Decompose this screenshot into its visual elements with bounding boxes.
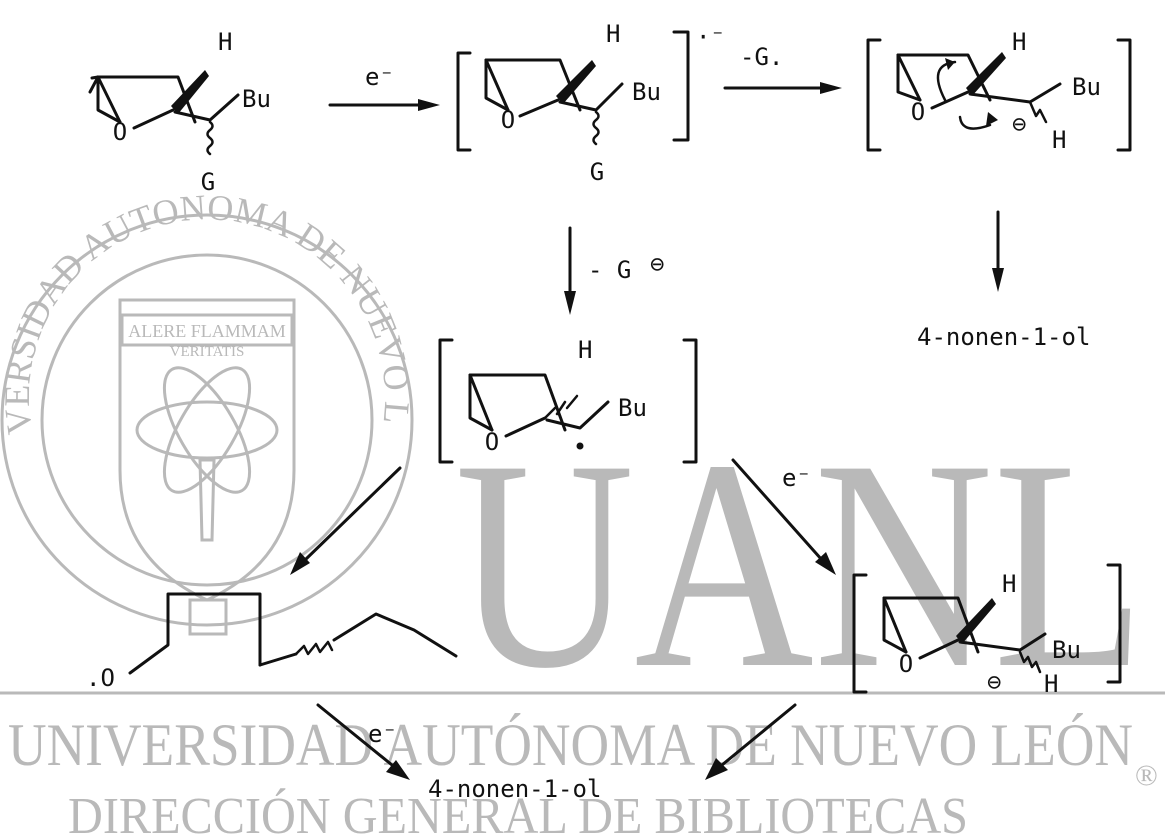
svg-text:H: H	[1052, 126, 1066, 154]
radical-dot	[576, 442, 584, 450]
oxygen-label: O	[113, 118, 127, 146]
minus-g-anion-label: - G	[588, 256, 631, 284]
svg-text:H: H	[578, 336, 592, 364]
product-bottom-label: 4-nonen-1-ol	[428, 775, 601, 803]
minus-g-radical-label: -G.	[740, 43, 783, 71]
svg-text:Bu: Bu	[632, 78, 661, 106]
group-label: G	[201, 168, 215, 196]
radical-anion: O H Bu G ·⁻	[456, 20, 725, 186]
wedge-bond	[171, 70, 209, 114]
registered-mark: ®	[1135, 759, 1158, 792]
svg-text:O: O	[911, 98, 925, 126]
arrow-loss-g-anion: - G ⊖	[564, 226, 664, 315]
radical-anion-charge: ·⁻	[696, 23, 725, 51]
carbanion-bottom: O H Bu H ⊖	[852, 563, 1122, 698]
svg-text:Bu: Bu	[1052, 636, 1081, 664]
svg-text:⊖: ⊖	[650, 250, 664, 278]
uanl-big-letters: UANL	[455, 398, 1145, 730]
carbanion-top: O H Bu H ⊖	[866, 28, 1132, 154]
library-name-line: DIRECCIÓN GENERAL DE BIBLIOTECAS	[68, 787, 968, 838]
svg-text:Bu: Bu	[618, 394, 647, 422]
svg-text:O: O	[485, 428, 499, 456]
arrow-ring-opening	[290, 466, 402, 575]
university-name-line: UNIVERSIDAD AUTÓNOMA DE NUEVO LEÓN	[8, 712, 1133, 778]
alkoxy-radical: .O	[86, 592, 458, 692]
svg-text:H: H	[1044, 670, 1058, 698]
svg-text:Bu: Bu	[1072, 73, 1101, 101]
university-seal: UNIVERSIDAD AUTONOMA DE NUEVO LEON ALERE…	[0, 0, 417, 636]
electron-label: e⁻	[365, 63, 394, 91]
butyl-label: Bu	[242, 85, 271, 113]
radical-intermediate: O H Bu	[438, 336, 698, 464]
arrow-loss-g-radical: -G.	[723, 43, 842, 94]
seal-ring-text: UNIVERSIDAD AUTONOMA DE NUEVO LEON	[0, 0, 417, 437]
seal-motto-1: ALERE FLAMMAM	[128, 321, 286, 341]
svg-text:e⁻: e⁻	[368, 720, 397, 748]
arrow-bottom-right	[705, 703, 797, 780]
anion-symbol: ⊖	[1012, 110, 1026, 138]
product-right-label: 4-nonen-1-ol	[917, 323, 1090, 351]
svg-text:H: H	[606, 20, 620, 48]
svg-text:H: H	[1002, 570, 1016, 598]
svg-text:e⁻: e⁻	[782, 464, 811, 492]
arrow-electron-transfer: e⁻	[328, 63, 440, 111]
svg-text:⊖: ⊖	[987, 668, 1001, 696]
hydrogen-label: H	[218, 28, 232, 56]
svg-text:H: H	[1012, 28, 1026, 56]
starting-material: O H Bu G	[88, 28, 271, 196]
svg-text:O: O	[501, 106, 515, 134]
seal-motto-2: VERITATIS	[170, 344, 245, 360]
arrow-reduction-right: e⁻	[731, 458, 836, 575]
svg-text:G: G	[590, 158, 604, 186]
arrow-to-product-right	[992, 210, 1004, 292]
oxy-radical-label: .O	[86, 664, 115, 692]
svg-text:O: O	[899, 650, 913, 678]
arrow-bottom-left: e⁻	[316, 703, 410, 780]
